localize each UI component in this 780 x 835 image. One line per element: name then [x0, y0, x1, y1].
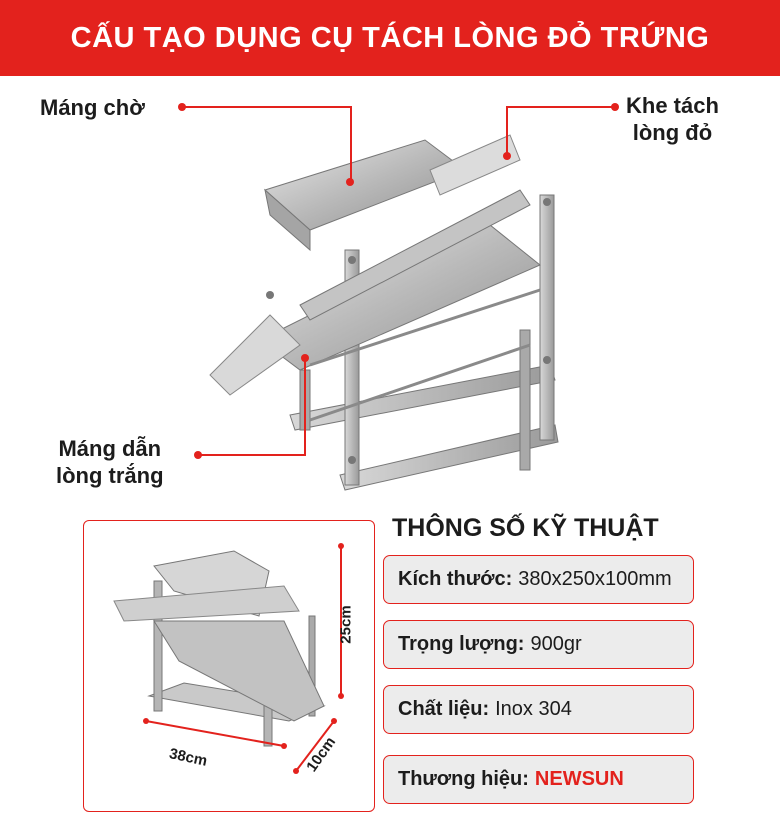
- spec-value: 380x250x100mm: [518, 568, 672, 590]
- callout-white-tray: Máng dẫn lòng trắng: [56, 435, 164, 489]
- spec-card-brand: Thương hiệu: NEWSUN: [383, 755, 694, 804]
- leader-line: [508, 106, 615, 108]
- dimension-panel: 38cm 10cm 25cm: [83, 520, 375, 812]
- product-photo: [209, 134, 559, 491]
- leader-line: [198, 454, 306, 456]
- callout-dot: [503, 152, 511, 160]
- header-banner: CẤU TẠO DỤNG CỤ TÁCH LÒNG ĐỎ TRỨNG: [0, 0, 780, 76]
- spec-key: Thương hiệu:: [398, 768, 529, 790]
- callout-yolk-slot: Khe tách lòng đỏ: [626, 92, 719, 146]
- spec-card-material: Chất liệu: Inox 304: [383, 685, 694, 734]
- callout-dot: [611, 103, 619, 111]
- callout-white-tray-line1: Máng dẫn: [58, 436, 162, 461]
- spec-key: Trọng lượng:: [398, 633, 525, 655]
- callout-dot: [301, 354, 309, 362]
- callout-waiting-tray: Máng chờ: [40, 94, 145, 121]
- callout-yolk-slot-line1: Khe tách: [626, 93, 719, 118]
- callout-waiting-tray-label: Máng chờ: [40, 95, 145, 120]
- dimension-photo: [113, 543, 344, 774]
- leader-line: [182, 106, 352, 108]
- brand-name: NEWSUN: [534, 768, 624, 790]
- dimension-height-label: 25cm: [337, 605, 355, 644]
- spec-card-weight: Trọng lượng: 900gr: [383, 620, 694, 669]
- specs-title: THÔNG SỐ KỸ THUẬT: [392, 514, 659, 542]
- callout-white-tray-line2: lòng trắng: [56, 463, 164, 488]
- page-title: CẤU TẠO DỤNG CỤ TÁCH LÒNG ĐỎ TRỨNG: [70, 21, 710, 54]
- leader-line: [350, 106, 352, 182]
- callout-yolk-slot-line2: lòng đỏ: [632, 120, 713, 145]
- leader-line: [304, 358, 306, 456]
- spec-value: 900gr: [530, 633, 582, 655]
- spec-card-size: Kích thước: 380x250x100mm: [383, 555, 694, 604]
- callout-dot: [346, 178, 354, 186]
- spec-key: Chất liệu:: [398, 698, 490, 720]
- spec-value: Inox 304: [495, 698, 572, 720]
- spec-key: Kích thước:: [398, 568, 513, 590]
- leader-line: [506, 106, 508, 156]
